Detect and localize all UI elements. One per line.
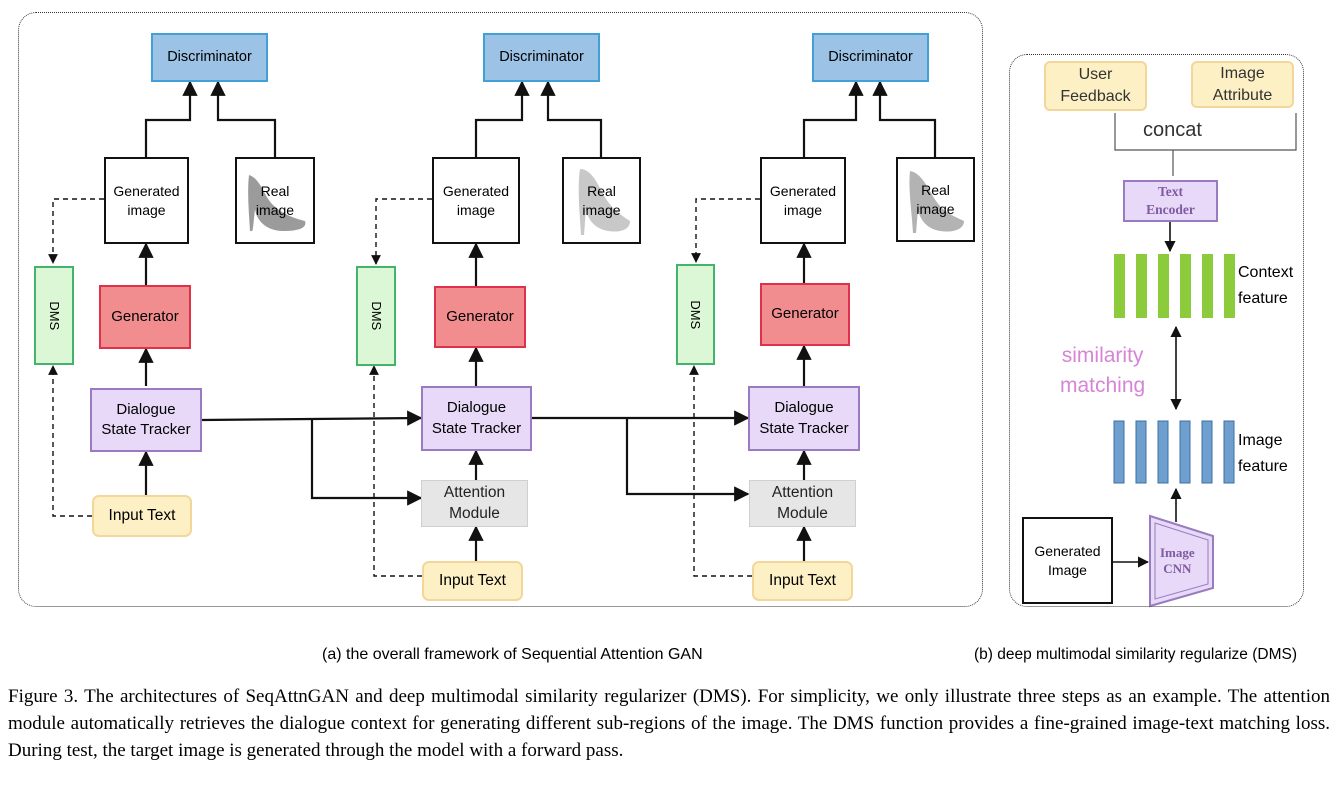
panel-b-caption: (b) deep multimodal similarity regulariz… (974, 646, 1298, 663)
real-image-label: Real image (916, 181, 955, 217)
real-image-step2: Real image (562, 157, 641, 244)
input-text-step3: Input Text (752, 561, 853, 601)
generator-step2: Generator (434, 286, 526, 348)
context-feature-bars (1114, 254, 1235, 318)
dialogue-state-tracker-step1: Dialogue State Tracker (90, 388, 202, 452)
real-image-label: Real image (582, 182, 621, 218)
real-image-step3: Real image (896, 157, 975, 242)
dashed-input3-to-dms3 (689, 365, 752, 577)
dialogue-state-tracker-step3: Dialogue State Tracker (748, 386, 860, 451)
arrow-gen3-to-disc3 (802, 80, 864, 157)
panel-a-frame (18, 12, 983, 607)
panel-b-frame (1009, 54, 1304, 607)
concat-label: concat (1143, 119, 1202, 141)
dms-label: DMS (46, 301, 62, 330)
shoe-icon (578, 169, 630, 235)
generated-image-box: Generated Image (1022, 517, 1113, 604)
dms-label: DMS (688, 300, 704, 329)
shoe-icon (909, 171, 964, 233)
arrow-gen1-to-disc1 (144, 80, 198, 157)
arrow-tracker1-to-tracker2 (201, 410, 423, 426)
dms-step2: DMS (356, 266, 396, 366)
dashed-image2-to-dms2 (371, 198, 432, 265)
dashed-image1-to-dms1 (48, 198, 104, 264)
panel-a-caption: (a) the overall framework of Sequential … (322, 646, 703, 663)
context-feature-label: Context feature (1238, 264, 1294, 307)
text-encoder-box: Text Encoder (1123, 180, 1218, 222)
arrow-real1-to-disc1 (210, 80, 277, 157)
generator-step1: Generator (99, 285, 191, 349)
dashed-image3-to-dms3 (691, 198, 760, 263)
dashed-input2-to-dms2 (369, 365, 422, 577)
real-image-step1: Real image (235, 157, 315, 244)
image-feature-label: Image feature (1238, 432, 1288, 475)
generated-image-step1: Generated image (104, 157, 189, 244)
image-cnn-label: Image CNN (1160, 545, 1195, 576)
arrow-real2-to-disc2 (540, 80, 603, 157)
arrow-tracker2-to-attention3 (625, 418, 750, 502)
discriminator-step3: Discriminator (812, 33, 929, 82)
discriminator-step1: Discriminator (151, 33, 268, 82)
attention-module-step3: Attention Module (749, 480, 856, 527)
dms-step3: DMS (676, 264, 715, 365)
discriminator-step2: Discriminator (483, 33, 600, 82)
dashed-input1-to-dms1 (48, 365, 92, 517)
real-image-label: Real image (255, 182, 295, 218)
shoe-icon (248, 175, 306, 231)
image-feature-bars (1113, 420, 1235, 484)
generator-step3: Generator (760, 283, 850, 346)
arrow-gen2-to-disc2 (474, 80, 530, 157)
user-feedback-box: User Feedback (1044, 61, 1147, 111)
arrow-tracker1-to-attention2 (310, 420, 423, 506)
image-attribute-box: Image Attribute (1191, 61, 1294, 108)
dms-label: DMS (368, 301, 384, 331)
similarity-matching-label: similarity matching (1060, 344, 1146, 397)
input-text-step1: Input Text (92, 495, 192, 537)
image-cnn-trapezoid (1149, 514, 1214, 608)
generated-image-step2: Generated image (432, 157, 520, 244)
concat-bracket (1114, 113, 1297, 176)
generated-image-step3: Generated image (760, 157, 846, 244)
arrow-real3-to-disc3 (872, 80, 937, 157)
dms-step1: DMS (34, 266, 74, 365)
figure-caption: Figure 3. The architectures of SeqAttnGA… (8, 686, 1330, 761)
dialogue-state-tracker-step2: Dialogue State Tracker (421, 386, 532, 451)
attention-module-step2: Attention Module (421, 480, 528, 527)
input-text-step2: Input Text (422, 561, 523, 601)
